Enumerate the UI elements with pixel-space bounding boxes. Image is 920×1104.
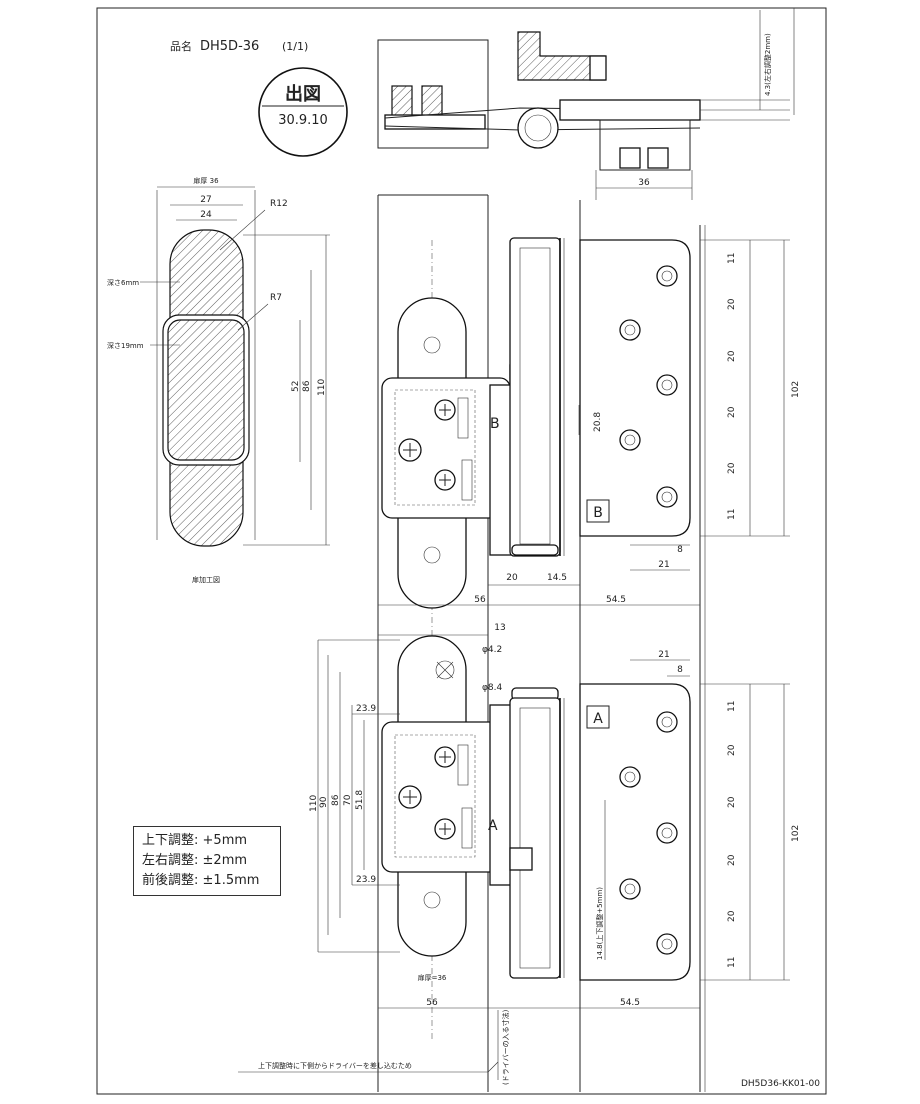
svg-text:20: 20	[727, 462, 737, 474]
svg-text:23.9: 23.9	[356, 875, 376, 885]
svg-text:21: 21	[658, 650, 669, 660]
svg-text:51.8: 51.8	[355, 790, 365, 810]
svg-text:20: 20	[727, 350, 737, 362]
svg-text:102: 102	[791, 381, 801, 398]
svg-text:20: 20	[506, 573, 518, 583]
svg-text:14.5: 14.5	[547, 573, 567, 583]
spec-lateral-label: 左右調整:	[142, 853, 199, 868]
svg-text:11: 11	[727, 509, 737, 520]
upper-hinge-b: B B 20.8 20 14.5 56 54.5 8 21	[378, 237, 700, 609]
radius-12: R12	[270, 199, 288, 209]
svg-text:70: 70	[343, 794, 353, 806]
svg-text:20: 20	[727, 744, 737, 756]
sheet-border	[96, 7, 827, 1095]
spec-vertical-value: +5mm	[202, 833, 248, 848]
adjustment-spec-box: 上下調整: +5mm 左右調整: ±2mm 前後調整: ±1.5mm	[133, 826, 281, 896]
svg-text:20: 20	[727, 406, 737, 418]
sheet-number: (1/1)	[282, 40, 308, 53]
door-thickness-bottom: 扉厚=36	[418, 973, 447, 982]
svg-text:8: 8	[677, 545, 683, 555]
svg-text:11: 11	[727, 253, 737, 264]
mark-a-plate: A	[593, 711, 603, 727]
stamp-date: 30.9.10	[278, 113, 328, 128]
lower-hinge-a: 13 φ4.2 φ8.4 A A	[309, 623, 700, 1009]
bottom-note: 上下調整時に下側からドライバーを差し込むため	[258, 1061, 412, 1070]
mark-a-body: A	[488, 818, 498, 834]
spec-vertical: 上下調整: +5mm	[142, 831, 272, 851]
svg-text:86: 86	[331, 794, 341, 806]
svg-text:110: 110	[317, 379, 327, 396]
door-thickness-top: 扉厚 36	[193, 176, 219, 185]
top-plan-view: 36 4.3(左右調整2mm)	[377, 10, 790, 200]
svg-text:21: 21	[658, 560, 669, 570]
svg-text:90: 90	[319, 796, 329, 808]
svg-text:20.8: 20.8	[593, 412, 603, 432]
spec-depth-value: ±1.5mm	[202, 873, 260, 888]
svg-text:23.9: 23.9	[356, 704, 376, 714]
svg-text:27: 27	[200, 195, 211, 205]
depth-19: 深さ19mm	[107, 341, 144, 350]
door-mortise-view: 扉厚 36 27 24 52 86 110 R12 R7 深さ6mm 深さ19m…	[107, 176, 330, 584]
mark-b-body: B	[490, 416, 500, 432]
spec-lateral: 左右調整: ±2mm	[142, 851, 272, 871]
spec-depth-label: 前後調整:	[142, 873, 199, 888]
upper-plate-holes	[619, 265, 678, 508]
svg-text:56: 56	[474, 595, 486, 605]
svg-text:20: 20	[727, 854, 737, 866]
dia-42: φ4.2	[482, 645, 502, 655]
svg-text:20: 20	[727, 796, 737, 808]
svg-text:13: 13	[494, 623, 505, 633]
svg-text:24: 24	[200, 210, 212, 220]
svg-text:20: 20	[727, 910, 737, 922]
lower-plate-holes	[619, 711, 678, 955]
spec-depth: 前後調整: ±1.5mm	[142, 871, 272, 891]
svg-text:56: 56	[426, 998, 438, 1008]
svg-text:110: 110	[309, 795, 319, 812]
vertical-adjust-note: 14.8(上下調整+5mm)	[595, 887, 604, 960]
depth-6: 深さ6mm	[107, 278, 139, 287]
dia-84: φ8.4	[482, 683, 503, 693]
svg-text:52: 52	[291, 381, 301, 392]
svg-text:36: 36	[638, 178, 650, 188]
svg-text:86: 86	[302, 380, 312, 392]
svg-text:54.5: 54.5	[606, 595, 626, 605]
svg-text:54.5: 54.5	[620, 998, 640, 1008]
mark-b-plate: B	[593, 505, 603, 521]
inner-pocket	[167, 319, 245, 461]
svg-text:11: 11	[727, 957, 737, 968]
spec-vertical-label: 上下調整:	[142, 833, 199, 848]
radius-7: R7	[270, 293, 282, 303]
product-name: DH5D-36	[200, 39, 259, 54]
release-stamp: 出図 30.9.10	[258, 67, 348, 157]
door-process-label: 扉加工図	[192, 575, 220, 584]
svg-text:11: 11	[727, 701, 737, 712]
svg-text:20: 20	[727, 298, 737, 310]
svg-text:8: 8	[677, 665, 683, 675]
stamp-heading: 出図	[285, 83, 321, 105]
upper-plate-spacing: 11 20 20 20 20 11 102	[700, 239, 801, 537]
drawing-number: DH5D36-KK01-00	[741, 1079, 820, 1089]
svg-text:102: 102	[791, 825, 801, 842]
screwdriver-note: (ドライバーの入る寸法)	[501, 1009, 510, 1085]
lower-plate-spacing: 11 20 20 20 20 11 102	[700, 683, 801, 981]
gap-note: 4.3(左右調整2mm)	[763, 33, 772, 96]
title-label: 品名	[170, 39, 192, 53]
spec-lateral-value: ±2mm	[202, 853, 248, 868]
